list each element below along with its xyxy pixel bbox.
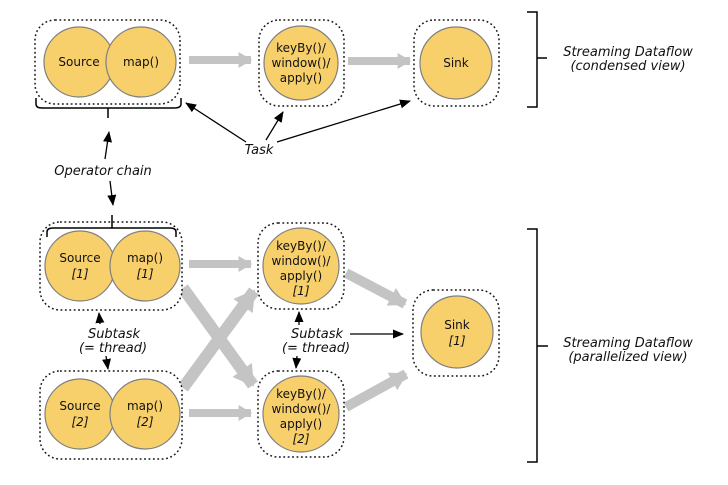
keyby-line: apply()	[280, 71, 322, 85]
keyby2-line: window()/	[272, 402, 332, 416]
subtask-mid-label-line2: (= thread)	[282, 341, 350, 356]
sink1-node	[420, 295, 494, 369]
annotations: Operator chain Task Subtask (= thread) S…	[35, 98, 411, 370]
sink-node	[419, 26, 493, 100]
keyby1-line: apply()	[280, 269, 322, 283]
condensed-caption-line1: Streaming Dataflow	[563, 45, 693, 60]
keyby2-line: keyBy()/	[276, 387, 327, 401]
flow-keyby1-to-sink1	[343, 268, 408, 309]
map2-label: map()	[127, 399, 163, 413]
source1-label: Source	[59, 251, 100, 265]
operator-chain-arrow-down	[107, 180, 117, 206]
subtask-left-arrow-down	[102, 355, 111, 370]
keyby-window-apply-node	[263, 25, 339, 101]
sink-node-label: Sink	[443, 56, 469, 70]
subtask-mid-label-line1: Subtask	[291, 327, 344, 342]
operator-chain-arrow-up	[103, 131, 112, 160]
parallel-caption-line2: (parallelized view)	[568, 350, 687, 365]
subtask-mid-arrow-down	[292, 355, 302, 369]
map-node	[105, 26, 177, 98]
condensed-view: Source map() keyBy()/ window()/ apply() …	[34, 11, 693, 108]
operator-chain-label: Operator chain	[54, 164, 152, 179]
parallel-view-bracket	[527, 228, 548, 463]
map2-node	[109, 378, 181, 450]
map2-index: [2]	[137, 415, 154, 429]
task-arrow-to-keyby	[265, 111, 284, 141]
task-arrow-to-sink	[276, 99, 411, 143]
keyby1-index: [1]	[293, 284, 310, 298]
keyby-line: keyBy()/	[276, 41, 327, 55]
source2-node	[44, 378, 116, 450]
source-node-label: Source	[58, 55, 99, 69]
subtask-left-label-line2: (= thread)	[79, 341, 147, 356]
flow-arrows	[178, 52, 412, 421]
flow-keyby2-to-sink1	[343, 369, 409, 412]
task-arrow-to-source-map	[185, 102, 247, 143]
parallel-view: Source [1] map() [1] Source [2] map() [2…	[39, 221, 693, 463]
source1-index: [1]	[72, 267, 89, 281]
source2-label: Source	[59, 399, 100, 413]
subtask-left-arrow-up	[95, 312, 105, 325]
map-node-label: map()	[123, 55, 159, 69]
operator-chain-underbrace	[35, 98, 182, 118]
map1-index: [1]	[137, 267, 154, 281]
flow-source2-to-keyby1	[178, 287, 259, 392]
keyby1-line: window()/	[272, 254, 332, 268]
condensed-caption-line2: (condensed view)	[570, 59, 685, 74]
parallel-caption-line1: Streaming Dataflow	[563, 336, 693, 351]
keyby2-index: [2]	[293, 432, 310, 446]
condensed-view-bracket	[527, 11, 547, 108]
source1-node	[44, 230, 116, 302]
map1-label: map()	[127, 251, 163, 265]
sink1-label: Sink	[444, 318, 470, 332]
source2-index: [2]	[72, 415, 89, 429]
keyby2-node	[262, 375, 340, 453]
task-label: Task	[245, 143, 274, 158]
sink1-index: [1]	[449, 334, 466, 348]
subtask-left-label-line1: Subtask	[88, 327, 141, 342]
keyby-line: window()/	[272, 56, 332, 70]
keyby1-node	[262, 227, 340, 305]
keyby1-line: keyBy()/	[276, 239, 327, 253]
keyby2-line: apply()	[280, 417, 322, 431]
operator-chain-overbrace	[46, 215, 177, 237]
map1-node	[109, 230, 181, 302]
